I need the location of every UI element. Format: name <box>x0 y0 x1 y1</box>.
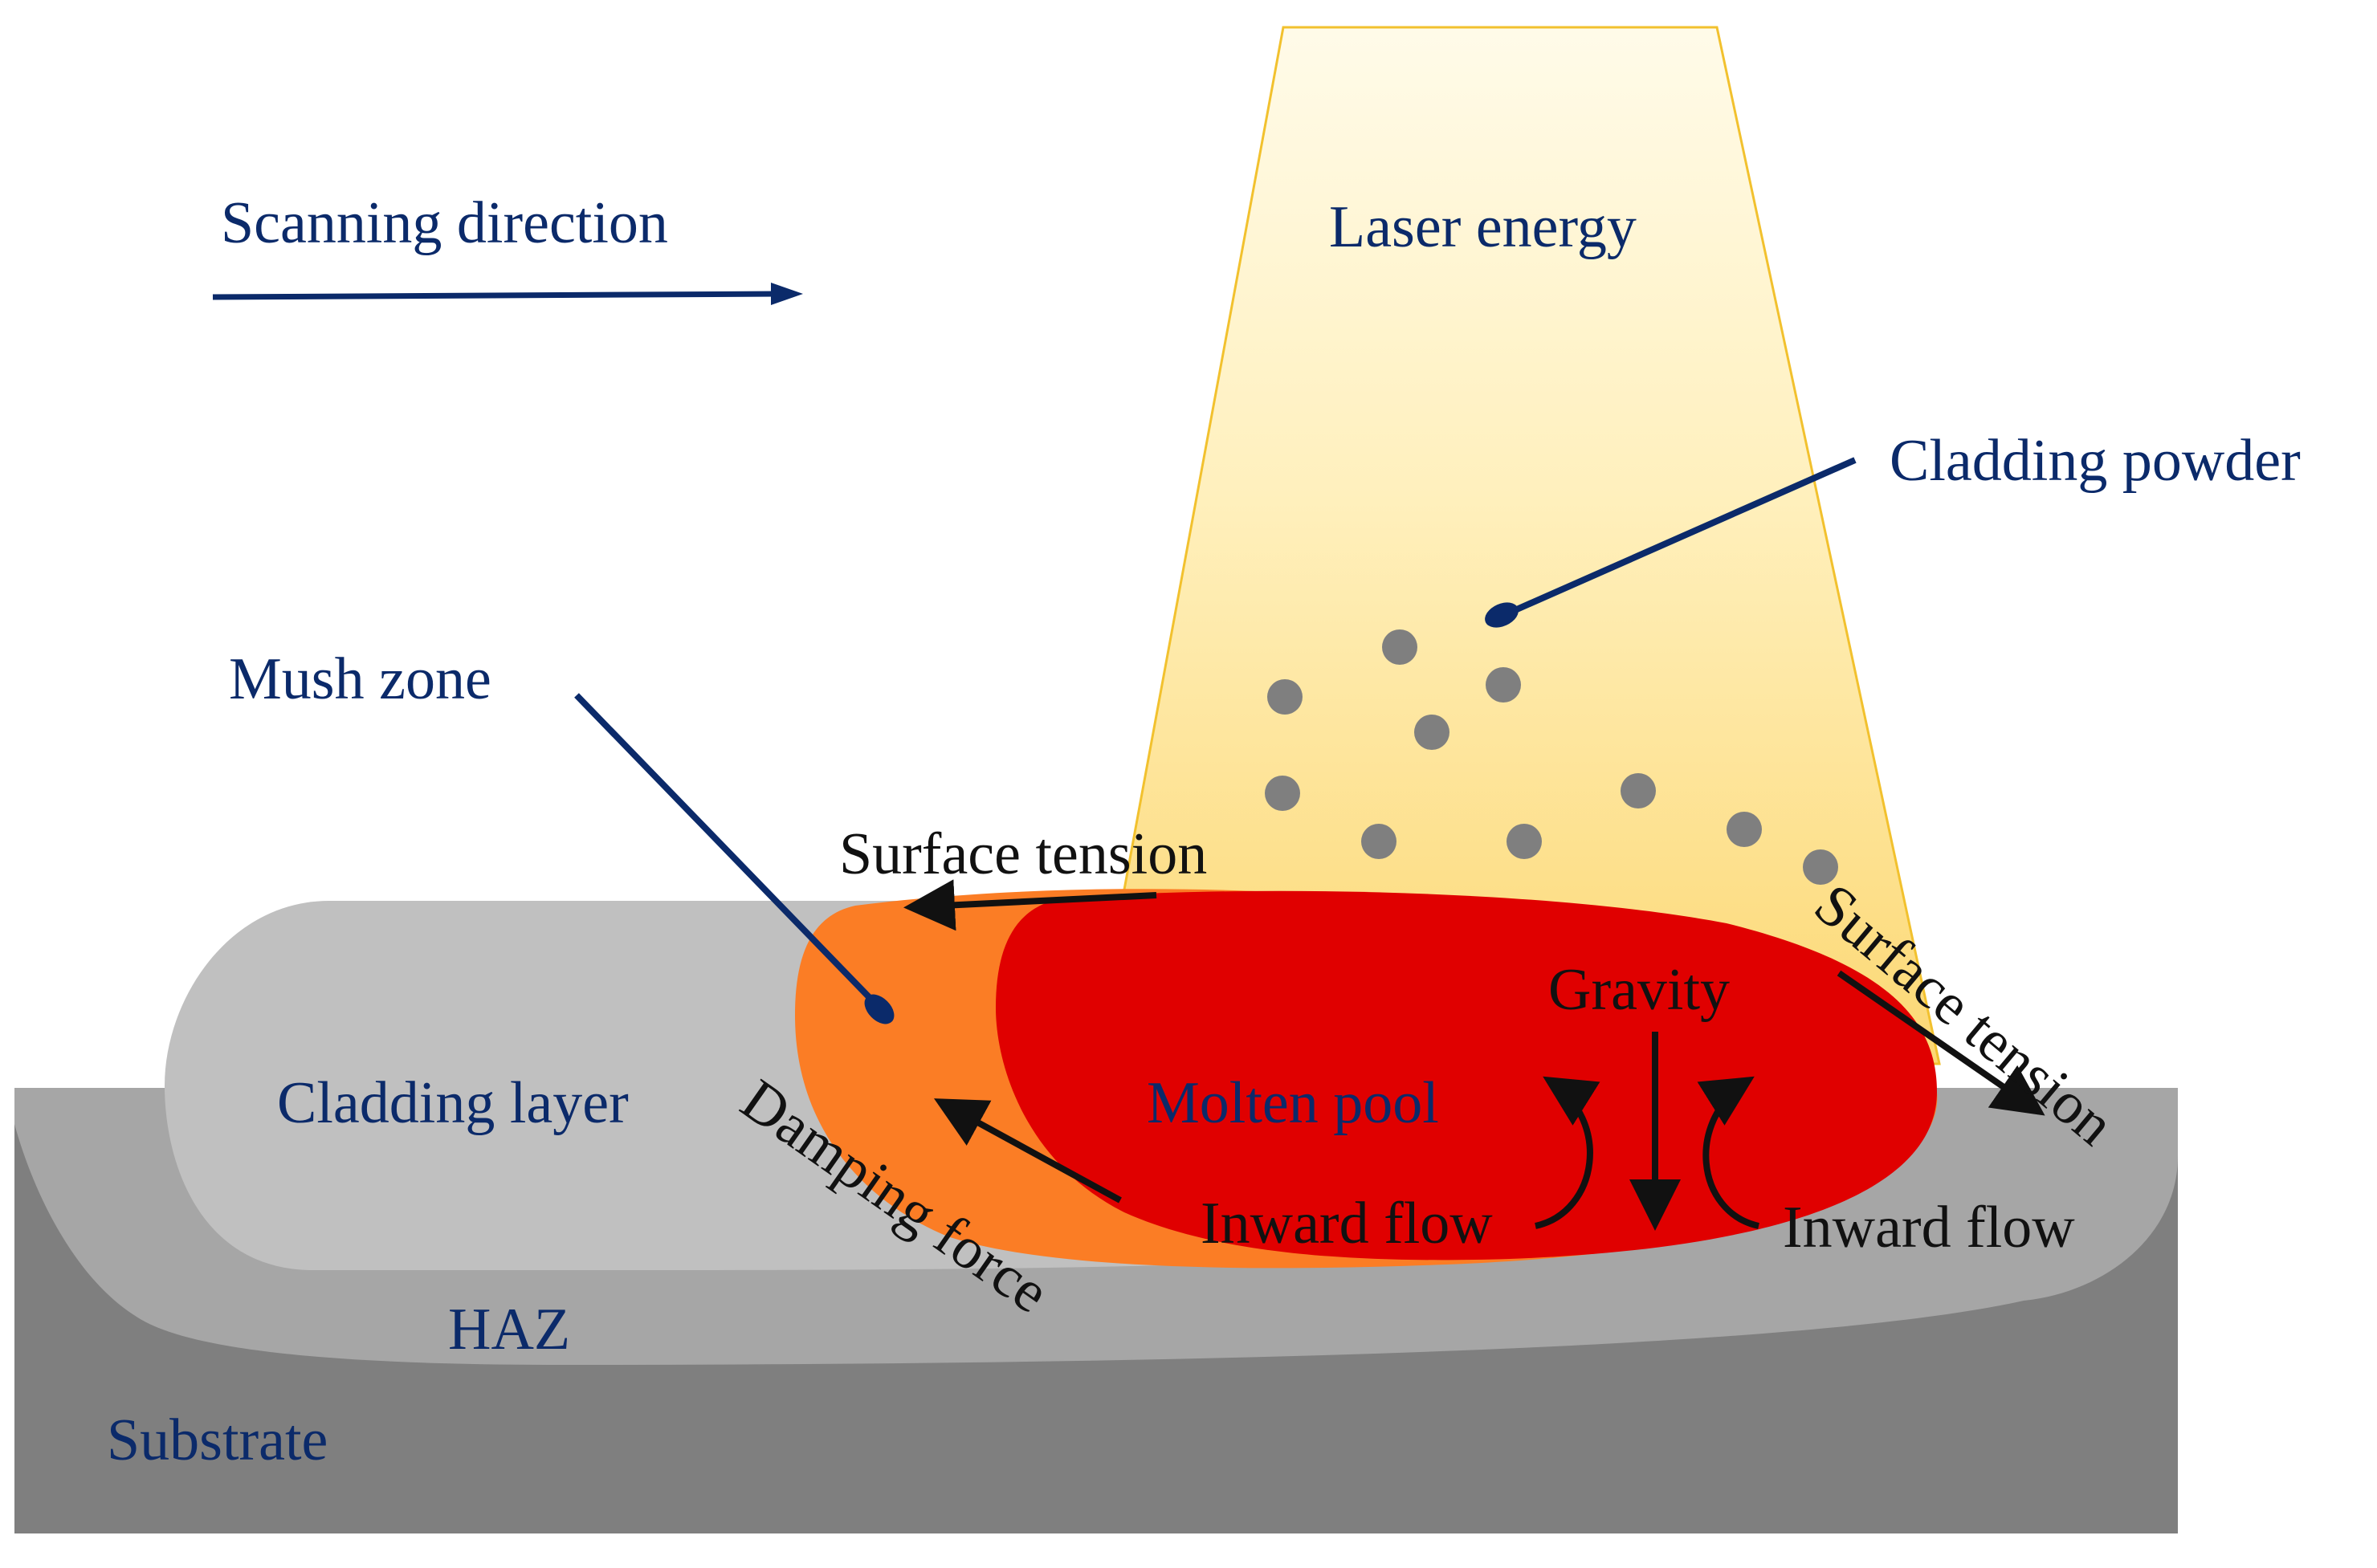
powder-particle <box>1361 824 1396 859</box>
cladding-layer-label: Cladding layer <box>277 1070 629 1136</box>
powder-particle <box>1803 849 1838 885</box>
molten-pool-label: Molten pool <box>1147 1070 1439 1136</box>
inward-flow-arrow-right <box>1697 1076 1759 1229</box>
powder-particles <box>1265 629 1838 885</box>
powder-particle <box>1414 715 1449 750</box>
scanning-direction-label: Scanning direction <box>221 190 668 256</box>
powder-particle <box>1507 824 1542 859</box>
powder-particle <box>1621 773 1656 808</box>
surface-tension-arrow-left <box>903 879 1157 931</box>
gravity-label: Gravity <box>1548 957 1730 1023</box>
powder-particle <box>1727 812 1762 847</box>
molten-pool-region <box>996 890 1937 1261</box>
powder-particle <box>1265 776 1300 811</box>
haz-label: HAZ <box>448 1297 570 1362</box>
laser-energy-label: Laser energy <box>1329 194 1637 260</box>
powder-particle <box>1486 667 1521 703</box>
surface-tension-label-left: Surface tension <box>839 821 1207 887</box>
scanning-direction-arrow <box>212 283 803 305</box>
inward-flow-label-right: Inward flow <box>1783 1195 2075 1261</box>
laser-beam <box>1091 26 1941 1065</box>
powder-particle <box>1382 629 1417 665</box>
inward-flow-arrow-left <box>1535 1076 1600 1229</box>
damping-force-arrow <box>933 1098 1122 1203</box>
mush-zone-label: Mush zone <box>229 646 491 712</box>
substrate-label: Substrate <box>107 1407 328 1473</box>
inward-flow-label-left: Inward flow <box>1201 1191 1493 1256</box>
mush-zone-pointer <box>574 693 895 1024</box>
powder-particle <box>1267 679 1303 715</box>
cladding-powder-pointer <box>1485 457 1857 628</box>
surface-tension-arrow-right <box>1837 970 2045 1116</box>
cladding-powder-label: Cladding powder <box>1890 428 2301 494</box>
